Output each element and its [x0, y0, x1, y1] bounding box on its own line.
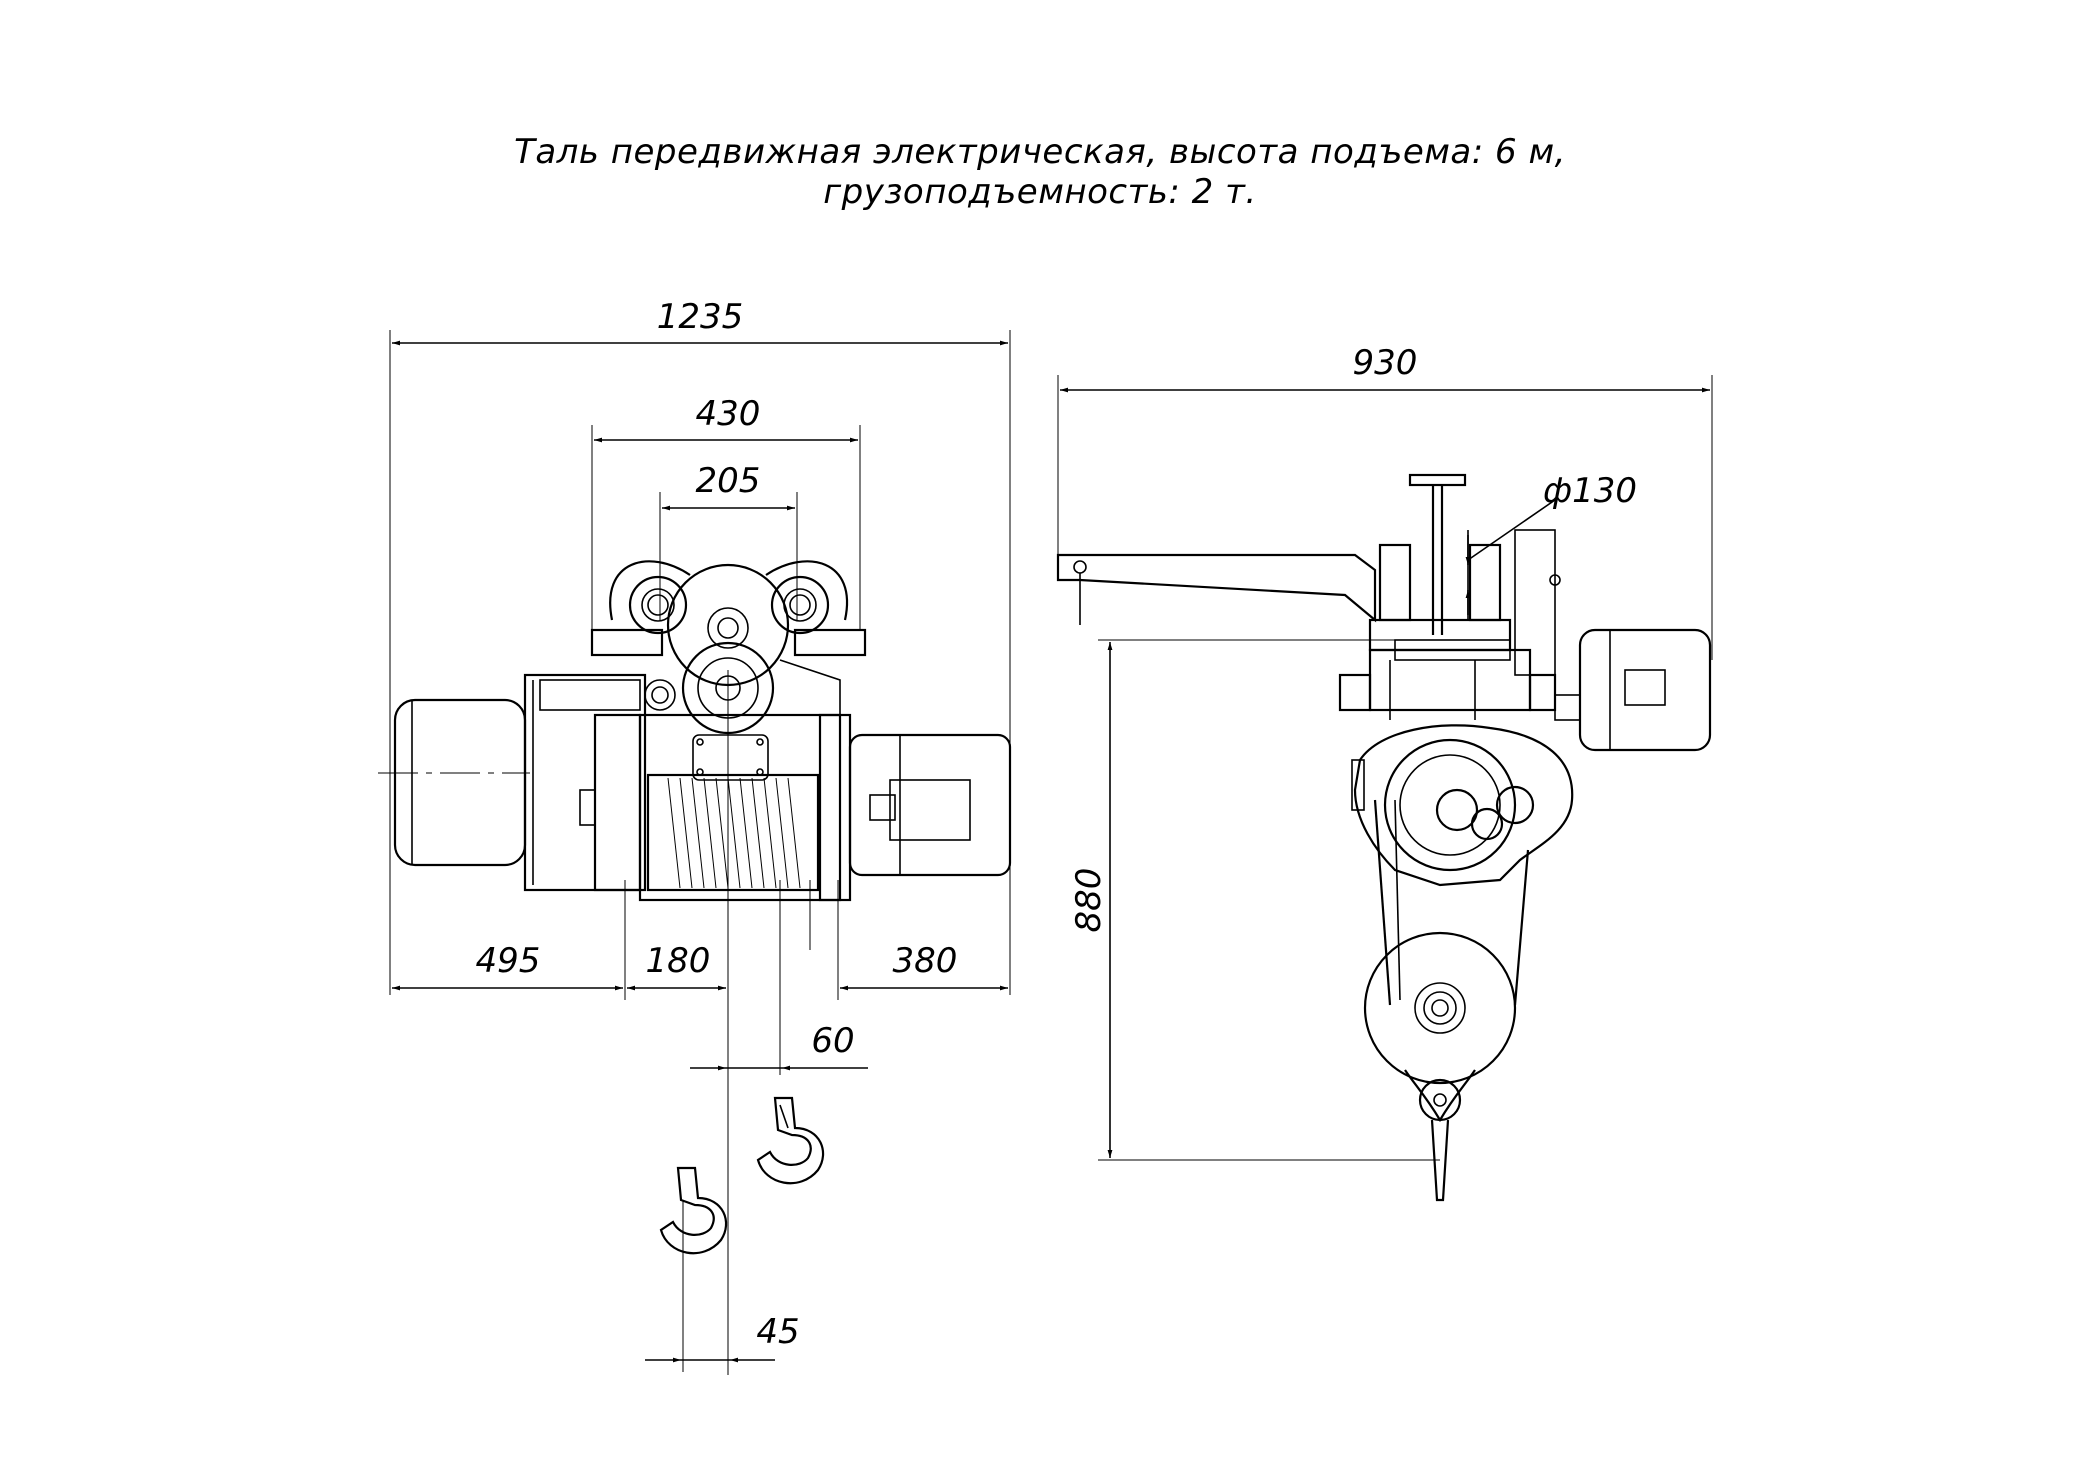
gearbox-cover: [692, 734, 769, 781]
left-rail-block: [590, 628, 664, 657]
hook-block: [1363, 931, 1517, 1085]
dim-495-label: 495: [476, 941, 541, 981]
lower-hook-icon: [659, 1166, 728, 1372]
dim-45-label: 45: [756, 1312, 799, 1352]
left-flange: [523, 673, 647, 892]
drawing-title-line-2: грузоподъемность: 2 т.: [823, 172, 1257, 212]
dim-1235-label: 1235: [657, 297, 744, 337]
dim-60-label: 60: [811, 1021, 854, 1061]
rope-drum: [646, 773, 820, 892]
upper-hook-icon: [756, 1096, 825, 1185]
drawing-title-line-1: Таль передвижная электрическая, высота п…: [514, 132, 1566, 172]
i-beam-top: [1408, 473, 1467, 487]
hoist-body: [1353, 724, 1574, 887]
dim-880-label: 880: [1069, 868, 1109, 933]
right-rail-block: [793, 628, 867, 657]
dim-180-label: 180: [646, 941, 711, 981]
dim-930-label: 930: [1353, 343, 1418, 383]
right-motor: [848, 733, 1012, 877]
left-motor: [393, 698, 527, 867]
drum-grooves: [667, 777, 801, 889]
side-arm: [1056, 553, 1377, 623]
side-view: 930 ф130: [1056, 343, 1713, 1202]
dim-205-label: 205: [696, 461, 761, 501]
dim-380-label: 380: [893, 941, 958, 981]
front-view: 1235 430 205: [378, 297, 1012, 1375]
dim-430-label: 430: [696, 394, 761, 434]
trolley-beam: [1368, 618, 1512, 652]
dim-130-label: ф130: [1543, 471, 1637, 511]
gearbox-housing: [638, 713, 842, 902]
side-motor: [1578, 628, 1712, 752]
